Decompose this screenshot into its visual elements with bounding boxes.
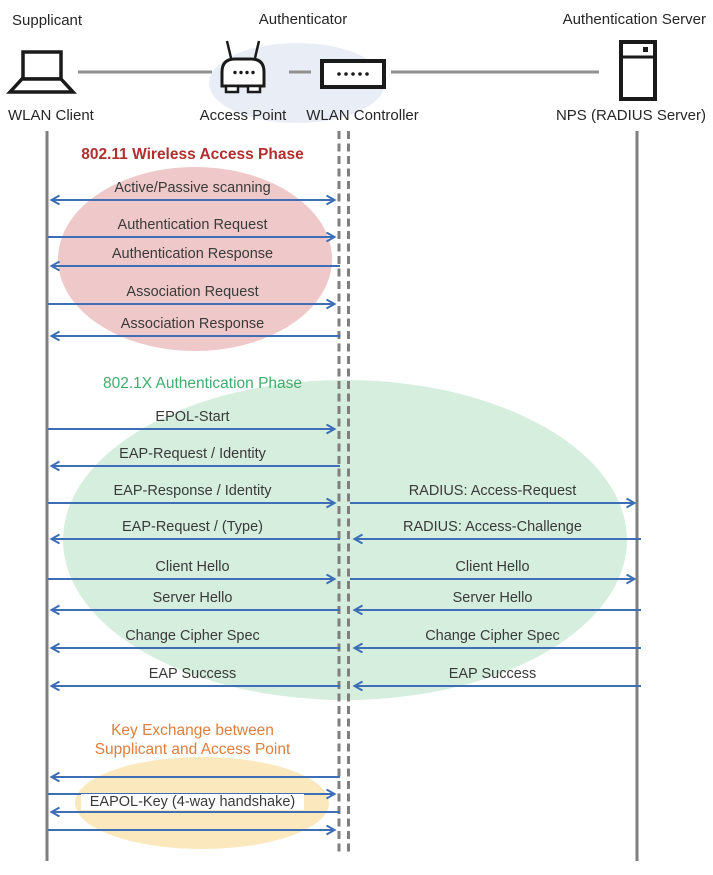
message-label: RADIUS: Access-Request bbox=[408, 483, 577, 499]
phase2-ellipse bbox=[63, 380, 627, 700]
wlan-controller-icon bbox=[320, 59, 386, 89]
phase3-title-line1: Key Exchange between bbox=[111, 722, 274, 739]
message-label: Server Hello bbox=[452, 590, 533, 606]
message-label: Authentication Response bbox=[111, 246, 274, 262]
message-label: EAP Success bbox=[448, 666, 537, 682]
message-label: EPOL-Start bbox=[155, 409, 230, 425]
phase3-title: Key Exchange between Supplicant and Acce… bbox=[60, 721, 325, 759]
server-icon bbox=[619, 40, 657, 101]
message-label: Change Cipher Spec bbox=[125, 628, 260, 644]
phase3-title-line2: Supplicant and Access Point bbox=[94, 741, 291, 758]
message-label: Association Request bbox=[126, 284, 259, 300]
access-point-icon bbox=[220, 40, 266, 94]
message-label: Server Hello bbox=[152, 590, 233, 606]
message-label: Client Hello bbox=[155, 559, 230, 575]
message-label: Association Response bbox=[120, 316, 265, 332]
role-authenticator: Authenticator bbox=[258, 11, 348, 28]
device-nps-radius-server: NPS (RADIUS Server) bbox=[555, 107, 706, 124]
lifelines bbox=[45, 131, 639, 861]
laptop-icon bbox=[6, 50, 77, 94]
message-label: EAPOL-Key (4-way handshake) bbox=[80, 794, 305, 810]
message-label-wrap: EAPOL-Key (4-way handshake) bbox=[60, 794, 325, 810]
message-label: EAP Success bbox=[148, 666, 237, 682]
message-label: EAP-Response / Identity bbox=[113, 483, 272, 499]
role-supplicant: Supplicant bbox=[12, 12, 83, 29]
phase2-title: 802.1X Authentication Phase bbox=[102, 375, 303, 392]
device-access-point: Access Point bbox=[199, 107, 287, 124]
message-label: EAP-Request / Identity bbox=[119, 446, 266, 462]
message-label: Change Cipher Spec bbox=[425, 628, 560, 644]
device-wlan-controller: WLAN Controller bbox=[306, 107, 419, 124]
message-label: RADIUS: Access-Challenge bbox=[403, 519, 582, 535]
role-authentication-server: Authentication Server bbox=[562, 11, 706, 28]
message-label: Client Hello bbox=[455, 559, 530, 575]
device-wlan-client: WLAN Client bbox=[8, 107, 94, 124]
message-label: EAP-Request / (Type) bbox=[121, 519, 264, 535]
message-label: Active/Passive scanning bbox=[114, 180, 271, 196]
phase1-title: 802.11 Wireless Access Phase bbox=[81, 146, 304, 163]
message-label: Authentication Request bbox=[117, 217, 268, 233]
message-arrows bbox=[48, 200, 641, 830]
